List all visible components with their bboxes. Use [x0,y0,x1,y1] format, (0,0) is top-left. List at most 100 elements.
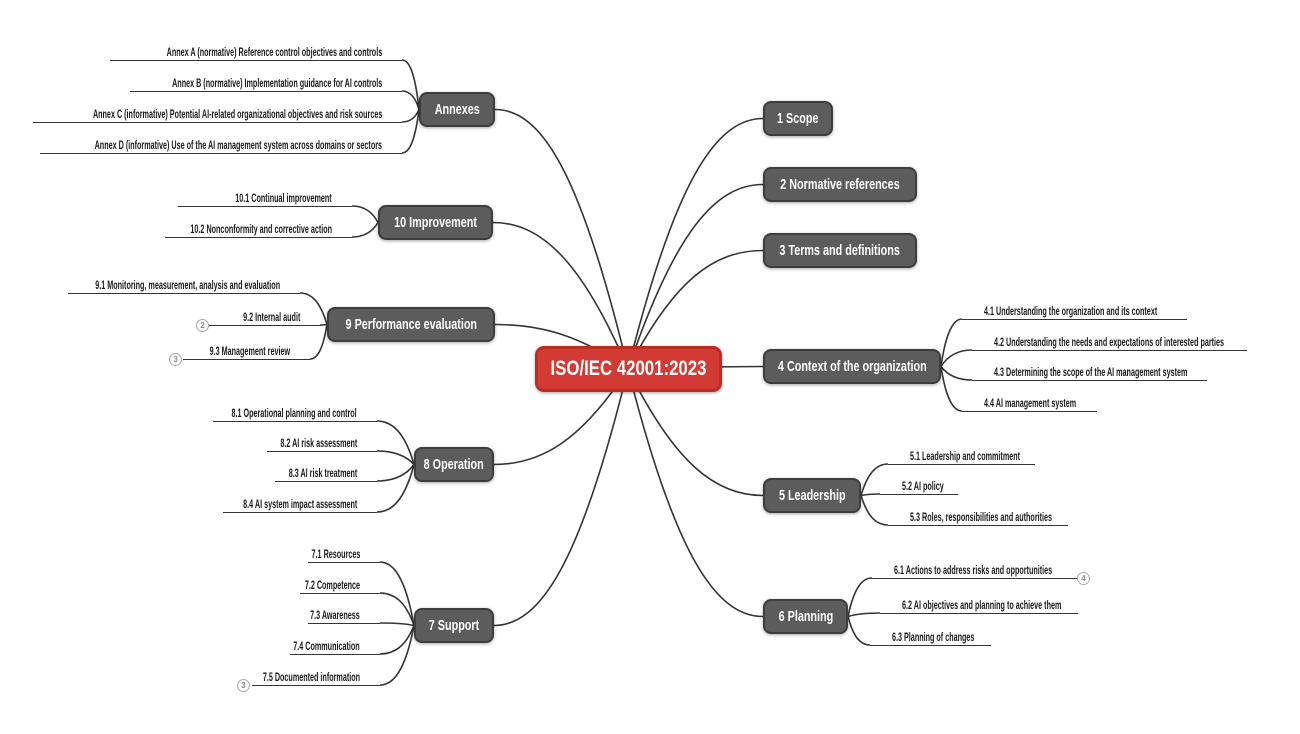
child-node-5-3[interactable]: 5.3 Roles, responsibilities and authorit… [888,507,1068,526]
child-label: 5.2 AI policy [902,479,944,493]
link-path [494,108,629,370]
child-node-8-1[interactable]: 8.1 Operational planning and control [213,403,377,422]
child-node-annex-c[interactable]: Annex C (informative) Potential AI-relat… [33,104,402,123]
node-label: 10 Improvement [394,214,477,231]
child-node-9-1[interactable]: 9.1 Monitoring, measurement, analysis an… [68,275,300,294]
child-label: 8.1 Operational planning and control [231,406,357,420]
link-path [376,420,415,465]
child-label: 9.3 Management review [209,344,290,358]
child-node-7-5[interactable]: 7.5 Documented information [252,667,380,686]
link-path [379,622,415,627]
link-path [379,625,415,655]
child-node-5-1[interactable]: 5.1 Leadership and commitment [888,446,1035,465]
node-label: 3 Terms and definitions [779,242,901,259]
child-node-9-3[interactable]: 9.3 Management review [183,341,310,360]
child-label: Annex B (normative) Implementation guida… [171,76,382,90]
link-path [376,464,415,513]
collapsed-count-badge-9-3[interactable]: 3 [169,353,182,366]
node-7-support[interactable]: 7 Support [414,608,494,643]
child-node-7-2[interactable]: 7.2 Competence [300,575,380,594]
link-path [376,450,415,466]
child-label: 7.1 Resources [311,547,360,561]
child-label: 7.4 Communication [293,639,360,653]
link-path [379,561,415,626]
link-path [493,368,629,466]
link-path [860,493,881,497]
child-node-4-1[interactable]: 4.1 Understanding the organization and i… [962,301,1187,320]
child-label: Annex D (informative) Use of the AI mana… [94,138,382,152]
child-label: 8.2 AI risk assessment [280,436,357,450]
node-10-improvement[interactable]: 10 Improvement [378,205,493,240]
node-annexes[interactable]: Annexes [419,92,495,127]
child-node-annex-b[interactable]: Annex B (normative) Implementation guida… [130,73,402,92]
child-label: 9.2 Internal audit [242,310,300,324]
node-8-operation[interactable]: 8 Operation [414,447,494,482]
link-path [940,366,963,412]
node-4-context-of-the-organization[interactable]: 4 Context of the organization [763,349,941,384]
link-path [940,349,973,367]
child-label: 8.4 AI system impact assessment [242,497,357,511]
child-node-4-2[interactable]: 4.2 Understanding the needs and expectat… [972,332,1247,351]
link-path [376,464,415,482]
child-node-10-1[interactable]: 10.1 Continual improvement [178,188,352,207]
link-path [379,625,415,686]
child-node-4-4[interactable]: 4.4 AI management system [962,393,1097,412]
link-path [627,117,764,370]
child-node-9-2[interactable]: 9.2 Internal audit [209,307,320,326]
child-label: 10.1 Continual improvement [235,191,332,205]
node-label: 1 Scope [777,110,819,127]
child-node-4-3[interactable]: 4.3 Determining the scope of the AI mana… [972,362,1207,381]
child-label: 9.1 Monitoring, measurement, analysis an… [95,278,280,292]
child-label: Annex C (informative) Potential AI-relat… [92,107,382,121]
collapsed-count-badge-9-2[interactable]: 2 [196,319,209,332]
node-label: 7 Support [428,617,480,634]
child-node-8-2[interactable]: 8.2 AI risk assessment [267,433,377,452]
child-label: 4.1 Understanding the organization and i… [984,304,1158,318]
link-path [299,292,328,325]
link-path [860,463,889,496]
link-path [401,109,420,154]
child-label: 6.3 Planning of changes [892,630,975,644]
child-node-7-4[interactable]: 7.4 Communication [290,636,380,655]
node-2-normative-references[interactable]: 2 Normative references [763,167,917,202]
node-5-leadership[interactable]: 5 Leadership [763,478,861,513]
node-1-scope[interactable]: 1 Scope [763,101,833,136]
link-path [627,249,764,370]
child-node-6-3[interactable]: 6.3 Planning of changes [870,627,991,646]
node-3-terms-and-definitions[interactable]: 3 Terms and definitions [763,233,917,268]
child-node-annex-a[interactable]: Annex A (normative) Reference control ob… [110,42,402,61]
root-node-label: ISO/IEC 42001:2023 [550,357,707,380]
child-fan-links [299,59,973,686]
child-label: 5.1 Leadership and commitment [910,449,1021,463]
child-label: 7.2 Competence [304,578,360,592]
child-node-10-2[interactable]: 10.2 Nonconformity and corrective action [165,219,352,238]
child-node-8-4[interactable]: 8.4 AI system impact assessment [223,494,377,513]
node-9-performance-evaluation[interactable]: 9 Performance evaluation [327,307,495,342]
link-path [847,616,871,646]
node-6-planning[interactable]: 6 Planning [763,599,848,634]
child-label: 7.5 Documented information [262,670,360,684]
link-path [351,222,379,238]
node-label: 5 Leadership [778,487,846,504]
root-node[interactable]: ISO/IEC 42001:2023 [535,346,722,392]
collapsed-count-badge-7-5[interactable]: 3 [237,679,250,692]
child-node-6-2[interactable]: 6.2 AI objectives and planning to achiev… [880,595,1078,614]
child-node-7-1[interactable]: 7.1 Resources [308,544,380,563]
collapsed-count-badge-6-1[interactable]: 4 [1077,572,1090,585]
center-branch-links [492,108,764,627]
link-path [847,577,873,617]
child-node-annex-d[interactable]: Annex D (informative) Use of the AI mana… [40,135,402,154]
child-node-5-2[interactable]: 5.2 AI policy [880,476,958,495]
node-label: 8 Operation [423,456,485,473]
node-label: 9 Performance evaluation [345,316,477,333]
link-path [492,221,629,370]
child-node-6-1[interactable]: 6.1 Actions to address risks and opportu… [872,560,1077,579]
child-label: 8.3 AI risk treatment [288,466,357,480]
child-node-8-3[interactable]: 8.3 AI risk treatment [275,463,377,482]
link-path [940,318,963,367]
child-node-7-3[interactable]: 7.3 Awareness [308,605,380,624]
link-path [847,612,881,618]
link-path [401,59,420,110]
